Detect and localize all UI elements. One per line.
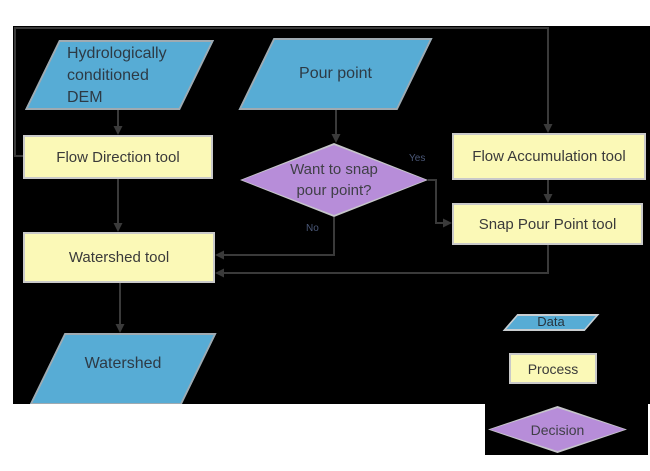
arrowhead-down-icon: [543, 194, 553, 203]
edge-flowdirection-to-flowaccumulation: [14, 27, 549, 157]
arrowhead-down-icon: [115, 324, 125, 333]
edge-decision-no-to-watershedtool: [223, 217, 335, 256]
arrowhead-left-icon: [215, 250, 224, 260]
edge-decision-yes-to-snappourpoint: [428, 179, 444, 224]
node-snap-pour-point-shape: [452, 203, 643, 245]
arrowhead-down-icon: [113, 126, 123, 135]
node-flow-accumulation-shape: [452, 133, 646, 180]
arrowhead-down-icon: [113, 223, 123, 232]
node-watershed-tool-shape: [23, 232, 215, 283]
connector-layer: [14, 27, 553, 333]
legend-process-shape: [509, 353, 597, 384]
node-flow-direction-shape: [23, 135, 213, 179]
flowchart-canvas: Hydrologically conditioned DEM Pour poin…: [13, 26, 650, 404]
arrowhead-down-icon: [543, 124, 553, 133]
arrowhead-left-icon: [215, 268, 224, 278]
legend-decision-shape-fill: [490, 408, 625, 451]
edge-snappourpoint-to-watershedtool: [223, 245, 549, 274]
arrowhead-right-icon: [443, 218, 452, 228]
legend-decision-shape: [488, 406, 627, 453]
arrowhead-down-icon: [331, 134, 341, 143]
legend-data-shape: [502, 314, 600, 331]
legend-decision-panel: Decision: [485, 403, 648, 455]
